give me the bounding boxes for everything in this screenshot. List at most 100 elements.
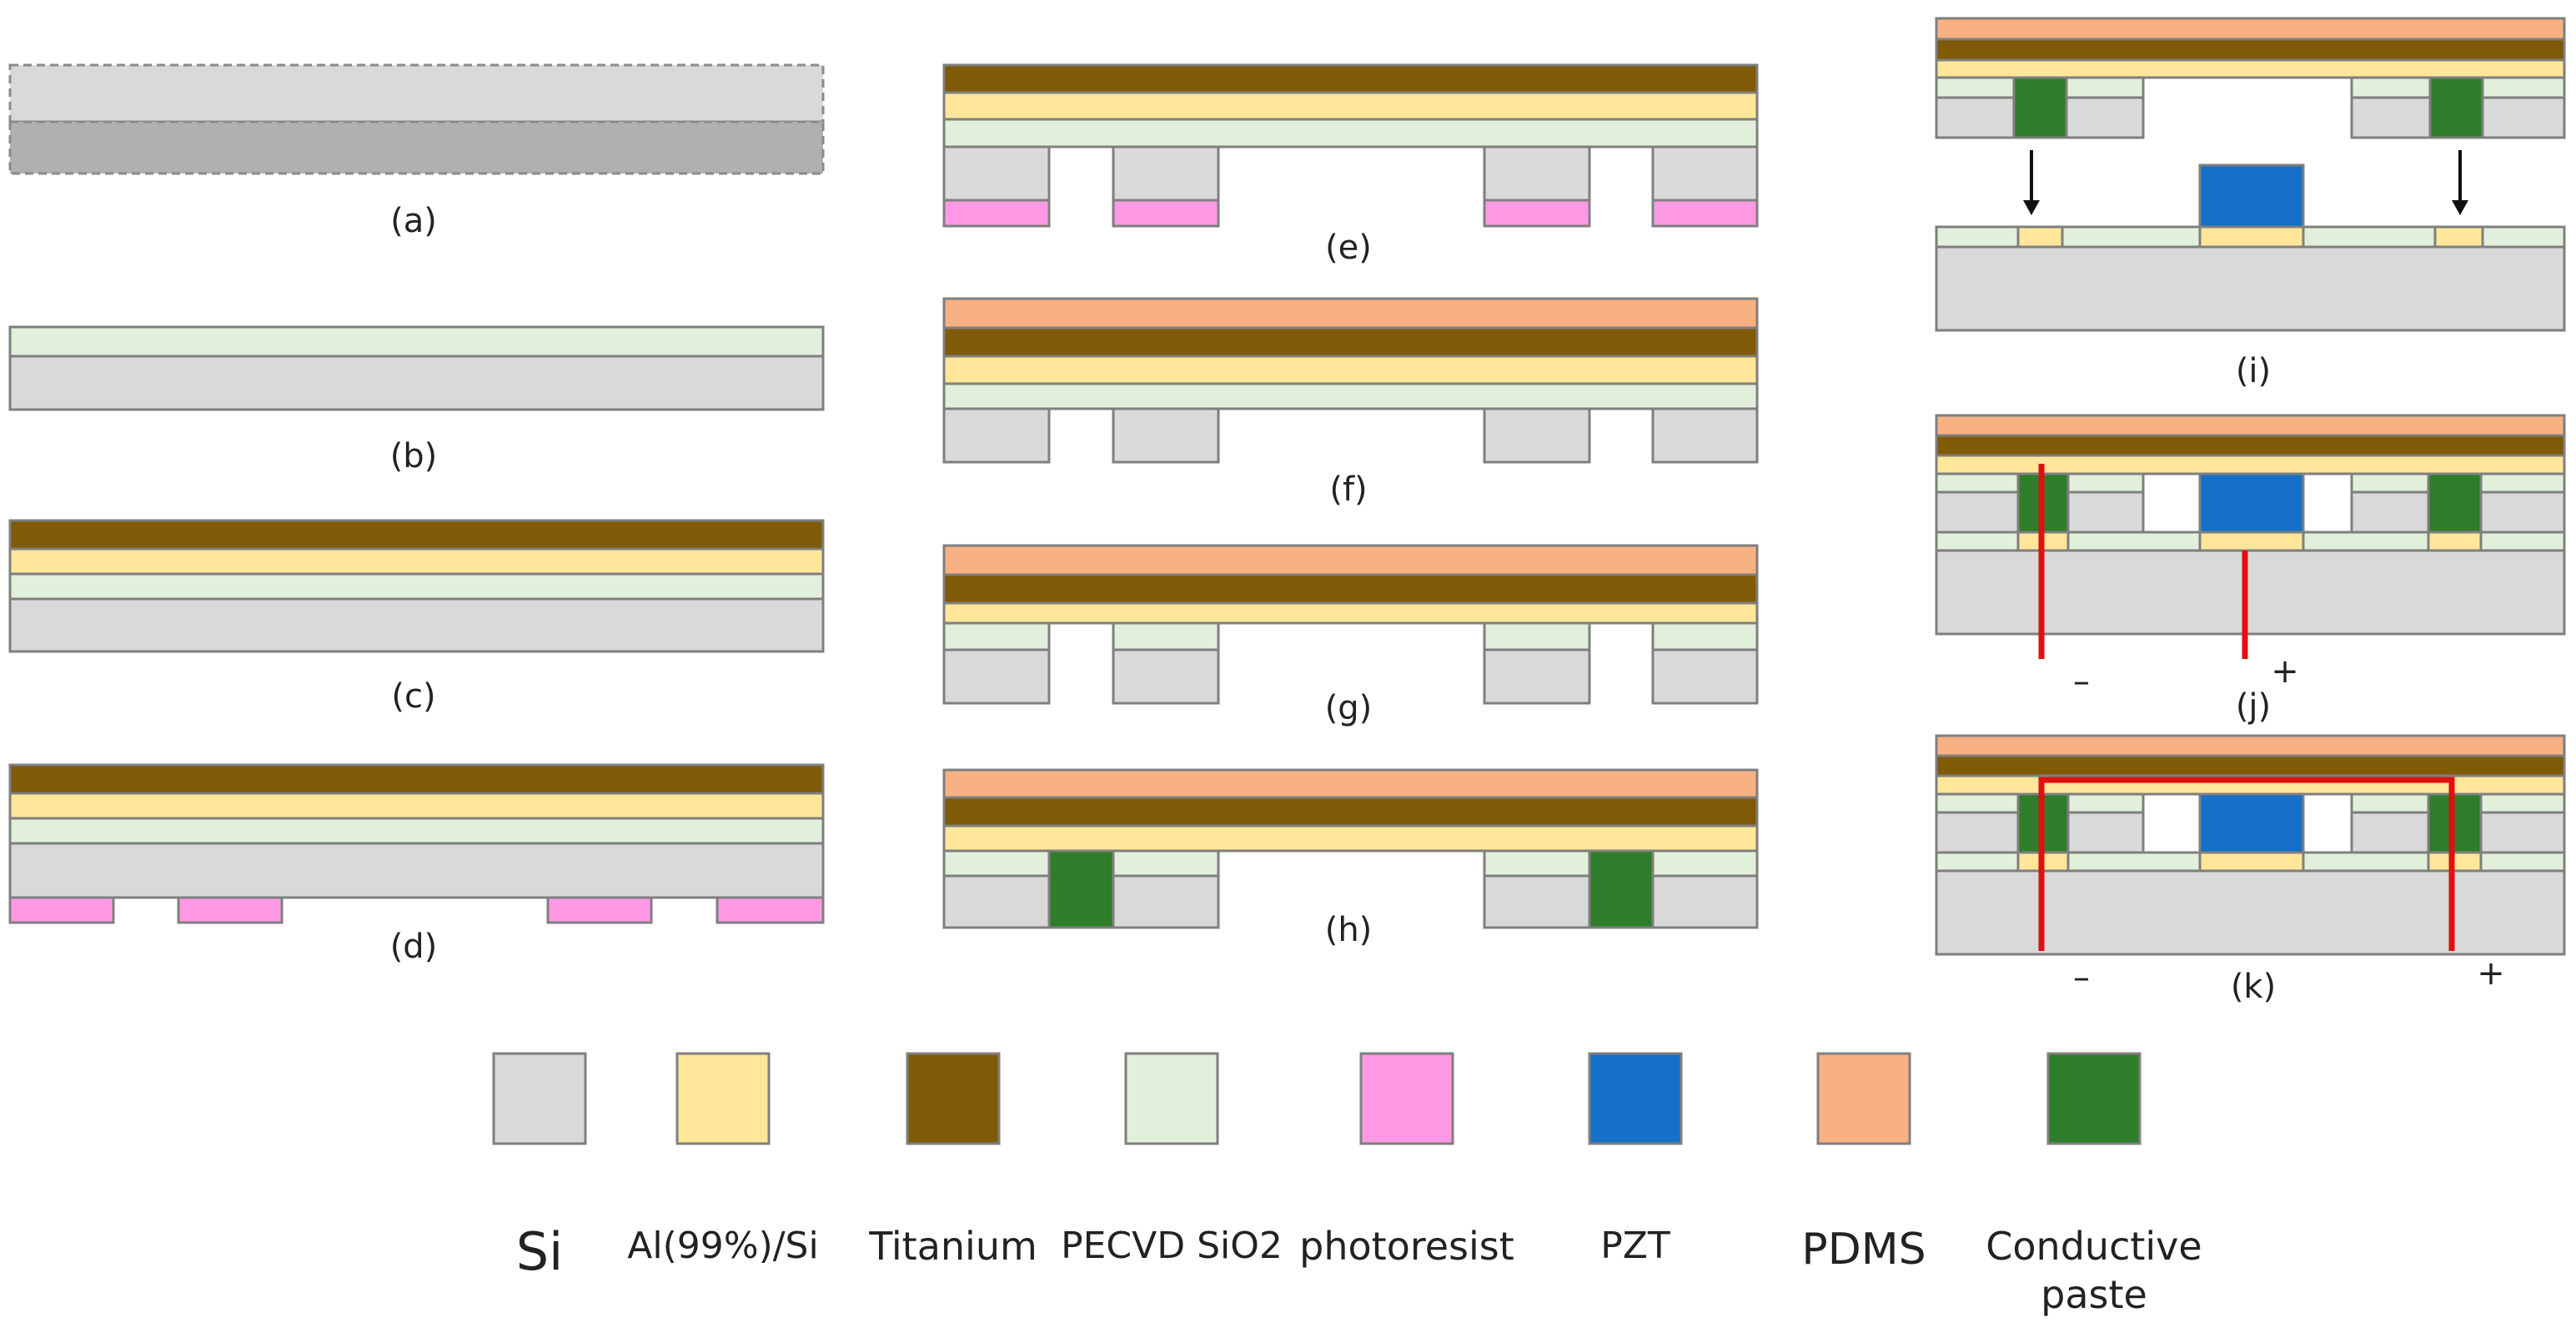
legend-label-al: Al(99%)/Si bbox=[627, 1225, 819, 1267]
si-pillar-1 bbox=[942, 648, 1051, 705]
al-layer bbox=[8, 792, 825, 820]
sio2-island-left-1 bbox=[942, 849, 1051, 878]
j-cavity-right bbox=[2302, 472, 2353, 534]
al-layer bbox=[942, 91, 1759, 121]
si-pillar-4 bbox=[1651, 648, 1759, 705]
si-pillar-right-2 bbox=[1651, 874, 1759, 929]
step-g: (g) bbox=[942, 544, 1759, 727]
pdms-layer bbox=[1935, 17, 2566, 41]
legend-swatch-paste bbox=[2046, 1052, 2142, 1145]
si-pillar-4 bbox=[1651, 407, 1759, 464]
si-pillar-1 bbox=[942, 145, 1051, 202]
j-si-left bbox=[1935, 490, 2020, 534]
conductive-paste-right bbox=[1588, 849, 1655, 929]
si-pillar-right-1 bbox=[1483, 874, 1591, 929]
al-layer bbox=[942, 824, 1759, 853]
si-pillar-1 bbox=[942, 407, 1051, 464]
al-pad-right bbox=[2433, 225, 2484, 249]
titanium-layer bbox=[1935, 38, 2566, 62]
polarity-minus: – bbox=[2073, 662, 2090, 701]
step-label-e: (e) bbox=[1325, 229, 1372, 267]
j-pzt bbox=[2198, 472, 2305, 534]
titanium-layer bbox=[942, 326, 1759, 358]
k-titanium bbox=[1935, 754, 2566, 777]
legend-label-titanium: Titanium bbox=[869, 1224, 1037, 1269]
photoresist-pad-1 bbox=[942, 199, 1051, 228]
titanium-layer bbox=[942, 63, 1759, 94]
k-cavity-left bbox=[2142, 792, 2202, 854]
alignment-arrow-right-head bbox=[2452, 200, 2468, 215]
pdms-layer bbox=[942, 544, 1759, 576]
j-cavity-left bbox=[2142, 472, 2202, 534]
step-i: (i) bbox=[1935, 17, 2566, 390]
sio2-island-left-2 bbox=[1112, 849, 1220, 878]
pdms-layer bbox=[942, 297, 1759, 329]
legend-label-sio2: PECVD SiO2 bbox=[1061, 1225, 1283, 1267]
photoresist-pad-1 bbox=[8, 896, 115, 924]
legend-swatch-al bbox=[675, 1052, 771, 1145]
sio2-layer bbox=[8, 572, 825, 601]
k-pdms bbox=[1935, 734, 2566, 757]
legend-label-paste: Conductive paste bbox=[1986, 1224, 2202, 1317]
k-si-substrate bbox=[1935, 869, 2566, 956]
si-wafer-bottom bbox=[8, 120, 825, 175]
al-layer bbox=[1935, 58, 2566, 79]
si-pillar-3 bbox=[1483, 145, 1591, 202]
al-pad-center bbox=[2198, 225, 2305, 249]
legend-swatch-pdms bbox=[1816, 1052, 1911, 1145]
step-label-j: (j) bbox=[2236, 687, 2271, 726]
j-si-substrate bbox=[1935, 549, 2566, 636]
conductive-paste-right bbox=[2428, 76, 2484, 139]
si-substrate bbox=[8, 842, 825, 899]
k-al-pad-center bbox=[2198, 851, 2305, 873]
sio2-island-3 bbox=[1483, 621, 1591, 651]
titanium-layer bbox=[942, 573, 1759, 605]
step-f: (f) bbox=[942, 297, 1759, 509]
pzt-element bbox=[2198, 163, 2305, 229]
step-e: (e) bbox=[942, 63, 1759, 267]
si-pillar-2 bbox=[1112, 648, 1220, 705]
sio2-island-4 bbox=[1651, 621, 1759, 651]
j-pdms bbox=[1935, 414, 2566, 437]
sio2-island-right-2 bbox=[1651, 849, 1759, 878]
j-al-pad-right bbox=[2427, 531, 2483, 552]
step-b: (b) bbox=[8, 325, 825, 475]
step-label-i: (i) bbox=[2236, 352, 2271, 390]
photoresist-pad-4 bbox=[716, 896, 825, 924]
step-label-c: (c) bbox=[391, 677, 435, 716]
legend-label-pdms: PDMS bbox=[1801, 1225, 1926, 1275]
k-pzt bbox=[2198, 792, 2305, 854]
polarity-plus: + bbox=[2271, 652, 2299, 691]
sio2-island-2 bbox=[1112, 621, 1220, 651]
al-layer bbox=[942, 355, 1759, 385]
legend-label-photoresist: photoresist bbox=[1299, 1224, 1514, 1269]
j-al bbox=[1935, 454, 2566, 475]
step-k: –+(k) bbox=[1935, 734, 2566, 1006]
sio2-layer bbox=[942, 118, 1759, 148]
step-label-g: (g) bbox=[1325, 689, 1373, 727]
legend-swatch-pzt bbox=[1588, 1052, 1683, 1145]
polarity-plus: + bbox=[2477, 954, 2505, 993]
step-label-f: (f) bbox=[1329, 470, 1367, 509]
legend-swatch-photoresist bbox=[1359, 1052, 1454, 1145]
step-label-d: (d) bbox=[390, 928, 438, 966]
si-pillar-2 bbox=[1112, 145, 1220, 202]
j-si-right-inner bbox=[2350, 490, 2430, 534]
si-pillar-left-2 bbox=[1112, 874, 1220, 929]
photoresist-pad-3 bbox=[546, 896, 653, 924]
k-si-left bbox=[1935, 811, 2020, 854]
sio2-island-1 bbox=[942, 621, 1051, 651]
sio2-island-right-1 bbox=[1483, 849, 1591, 878]
step-label-k: (k) bbox=[2231, 968, 2276, 1006]
si-wafer-top bbox=[8, 63, 825, 123]
titanium-layer bbox=[942, 796, 1759, 827]
conductive-paste-left bbox=[2012, 76, 2068, 139]
step-d: (d) bbox=[8, 763, 825, 966]
step-a: (a) bbox=[8, 63, 825, 240]
titanium-layer bbox=[8, 763, 825, 795]
al-layer bbox=[8, 547, 825, 576]
legend-label-si: Si bbox=[515, 1221, 564, 1282]
step-label-h: (h) bbox=[1325, 911, 1373, 949]
si-substrate bbox=[8, 597, 825, 653]
